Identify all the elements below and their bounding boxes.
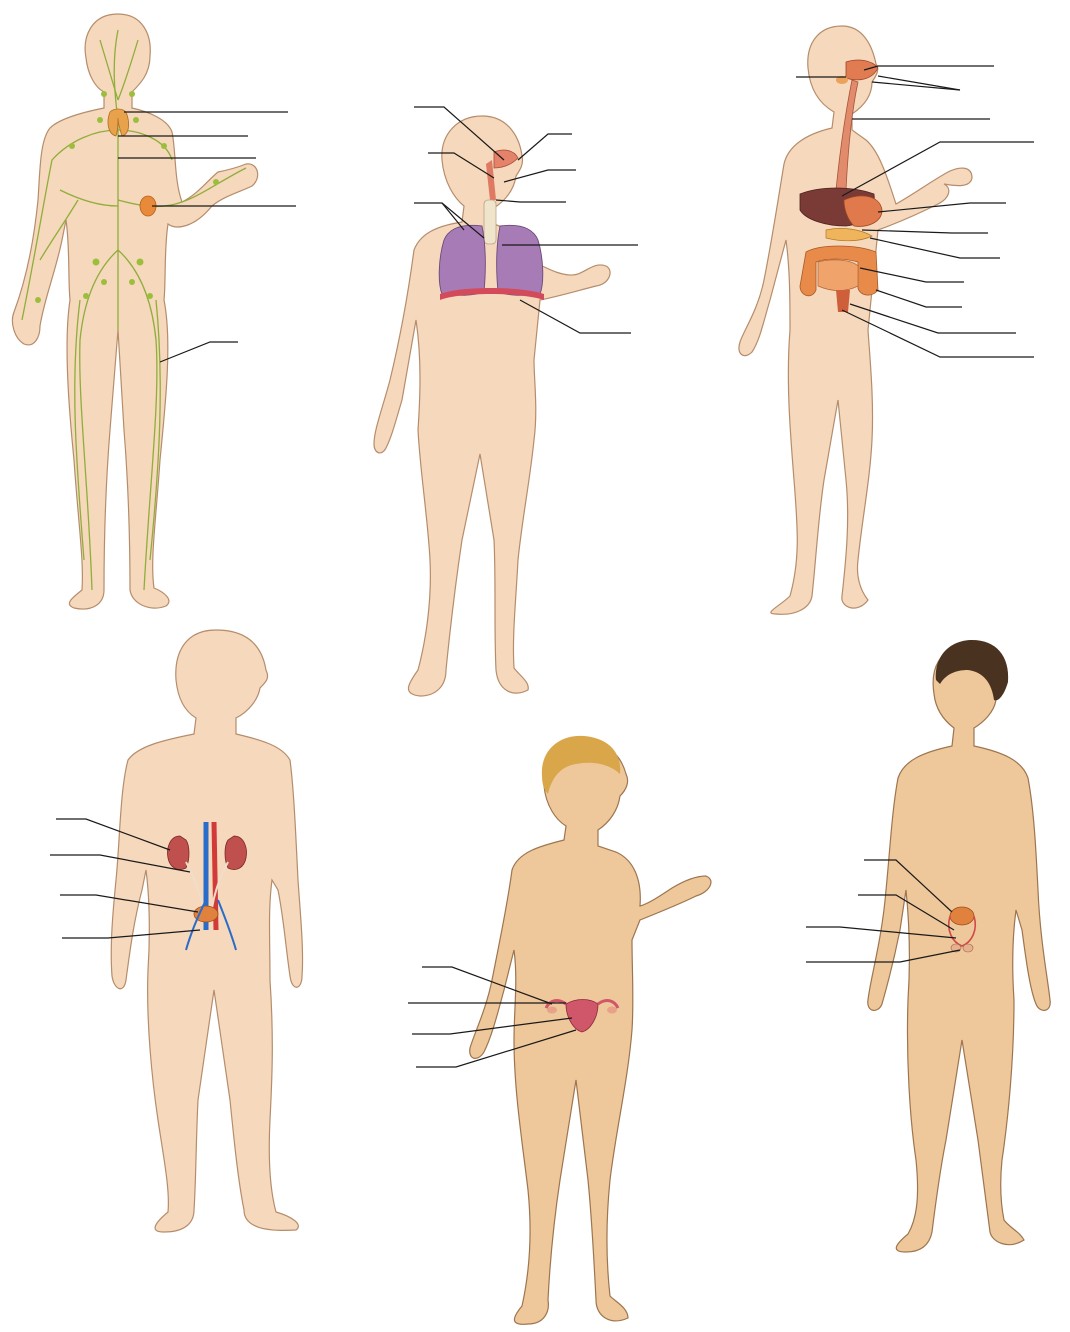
leader-lines bbox=[414, 106, 638, 334]
ovary-left bbox=[547, 1006, 557, 1014]
pancreas bbox=[825, 228, 873, 242]
body-silhouette bbox=[373, 115, 611, 697]
figure-respiratory bbox=[373, 106, 638, 697]
iliac-vessels bbox=[185, 899, 237, 951]
right-lung bbox=[496, 224, 544, 296]
leader-lines bbox=[408, 966, 577, 1068]
stomach bbox=[843, 195, 883, 227]
leader-lines bbox=[806, 859, 961, 963]
right-kidney bbox=[224, 835, 247, 870]
figure-urinary bbox=[50, 629, 304, 1233]
lymph-vessels bbox=[21, 29, 247, 591]
uterus bbox=[565, 999, 599, 1033]
body-silhouette bbox=[11, 13, 259, 610]
small-intestine bbox=[817, 259, 859, 291]
hair bbox=[935, 640, 1009, 701]
leader-lines bbox=[50, 818, 201, 939]
hair bbox=[541, 735, 621, 794]
body-silhouette bbox=[110, 629, 304, 1233]
mouth-salivary bbox=[845, 59, 879, 81]
figure-male-reproductive bbox=[806, 640, 1051, 1253]
nasal-cavity bbox=[493, 149, 519, 169]
body-silhouette bbox=[469, 739, 712, 1325]
salivary-gland bbox=[836, 76, 848, 84]
diaphragm bbox=[440, 288, 544, 300]
lymph-nodes bbox=[35, 91, 219, 303]
trachea bbox=[483, 199, 497, 245]
bladder bbox=[949, 906, 975, 926]
left-lung bbox=[438, 224, 486, 296]
testis-right bbox=[962, 943, 974, 953]
bladder bbox=[193, 905, 219, 923]
figure-female-reproductive bbox=[408, 735, 712, 1325]
rectum bbox=[836, 290, 850, 312]
figure-lymphatic bbox=[11, 13, 296, 610]
body-silhouette bbox=[738, 25, 973, 615]
leader-lines bbox=[118, 111, 296, 363]
figure-digestive bbox=[738, 25, 1034, 615]
pharynx bbox=[486, 160, 496, 200]
left-kidney bbox=[167, 835, 190, 870]
thymus bbox=[107, 108, 130, 137]
leader-lines bbox=[796, 65, 1034, 358]
ovary-right bbox=[607, 1006, 617, 1014]
